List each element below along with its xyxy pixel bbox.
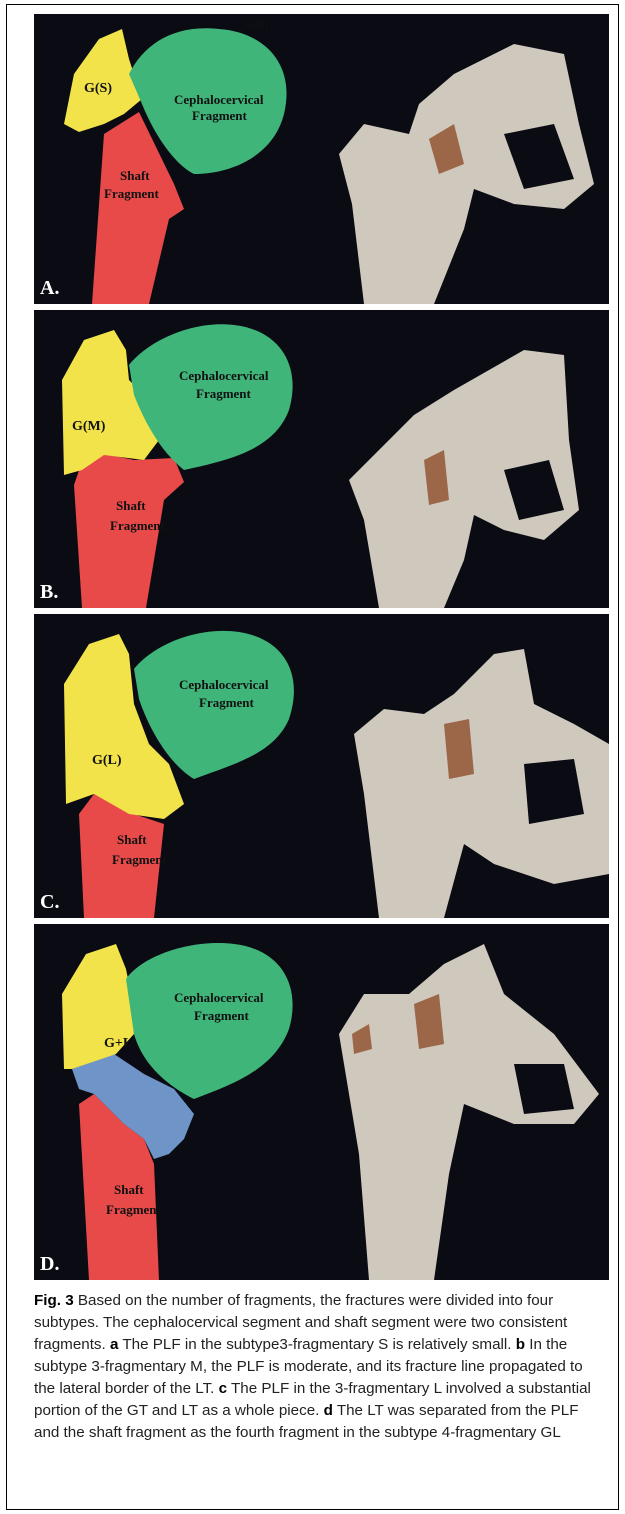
- femur-diagram-c: G(L) Cephalocervical Fragment Shaft Frag…: [34, 614, 609, 918]
- panel-b: G(M) Cephalocervical Fragment Shaft Frag…: [34, 310, 609, 608]
- gt-label: G(M): [72, 419, 106, 434]
- femur-diagram-d: G+L Cephalocervical Fragment Shaft Fragm…: [34, 924, 609, 1280]
- shaft-label-2: Fragment: [104, 186, 160, 201]
- panel-letter-a: A.: [40, 277, 59, 300]
- figure-caption: Fig. 3 Based on the number of fragments,…: [34, 1290, 606, 1444]
- panel-letter-b: B.: [40, 581, 58, 604]
- shaft-label-1: Shaft: [114, 1182, 144, 1197]
- ct-scan-image-d: [339, 944, 599, 1280]
- shaft-label-2: Fragment: [112, 852, 168, 867]
- caption-d-label: d: [324, 1402, 333, 1419]
- panel-letter-c: C.: [40, 891, 59, 914]
- panel-c: G(L) Cephalocervical Fragment Shaft Frag…: [34, 614, 609, 918]
- shaft-label-1: Shaft: [117, 832, 147, 847]
- shaft-label-2: Fragment: [110, 518, 166, 533]
- head-label-2: Fragment: [199, 695, 255, 710]
- shaft-label-1: Shaft: [120, 168, 150, 183]
- caption-c-label: c: [219, 1380, 227, 1397]
- caption-b-label: b: [516, 1336, 525, 1353]
- shaft-label-1: Shaft: [116, 498, 146, 513]
- gt-label: G(L): [92, 753, 122, 768]
- ct-scan-image-c: [354, 649, 609, 918]
- caption-a-text: The PLF in the subtype3-fragmentary S is…: [118, 1336, 515, 1353]
- top-label: G(S): [246, 19, 268, 31]
- head-label-1: Cephalocervical: [174, 92, 264, 107]
- head-label-1: Cephalocervical: [179, 677, 269, 692]
- head-label-2: Fragment: [192, 108, 248, 123]
- gt-label: G(S): [84, 81, 112, 96]
- femur-diagram-a: G(S) Cephalocervical Fragment Shaft Frag…: [34, 14, 609, 304]
- gt-label: G+L: [104, 1036, 132, 1051]
- head-label-2: Fragment: [196, 386, 252, 401]
- ct-scan-image-b: [349, 350, 579, 608]
- panel-d: G+L Cephalocervical Fragment Shaft Fragm…: [34, 924, 609, 1280]
- femur-diagram-b: G(M) Cephalocervical Fragment Shaft Frag…: [34, 310, 609, 608]
- ct-scan-image-a: [339, 44, 594, 304]
- head-label-1: Cephalocervical: [179, 368, 269, 383]
- head-label-2: Fragment: [194, 1008, 250, 1023]
- caption-fig-label: Fig. 3: [34, 1292, 74, 1309]
- head-label-1: Cephalocervical: [174, 990, 264, 1005]
- shaft-label-2: Fragment: [106, 1202, 162, 1217]
- panel-letter-d: D.: [40, 1253, 59, 1276]
- panel-a: G(S) Cephalocervical Fragment Shaft Frag…: [34, 14, 609, 304]
